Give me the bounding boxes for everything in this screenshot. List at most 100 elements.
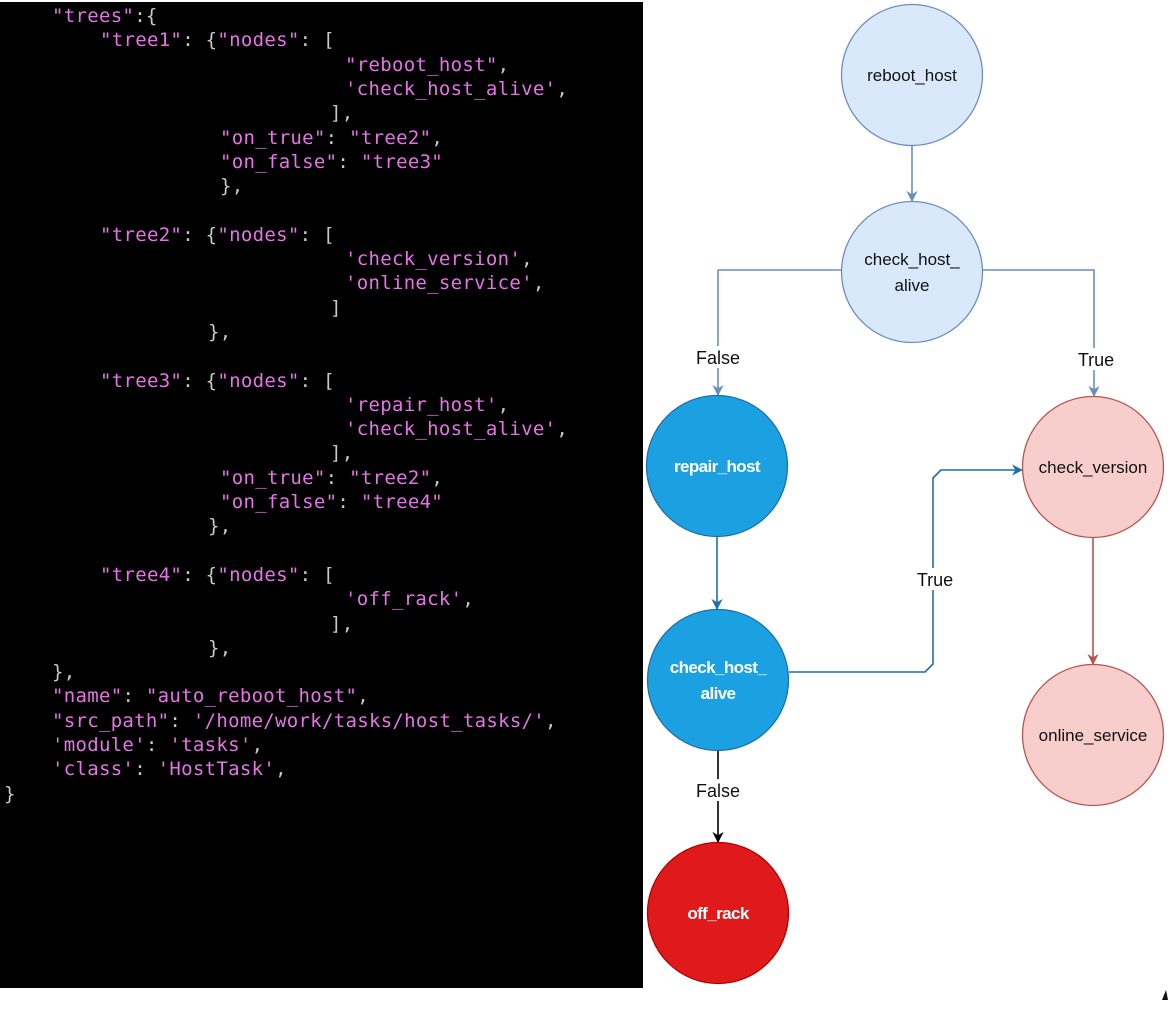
code-line: ], (330, 441, 353, 465)
code-punctuation-token: : [ (299, 223, 335, 246)
node-online-service: online_service (1021, 663, 1165, 807)
code-punctuation-token: }, (220, 175, 244, 198)
code-string-token: "on_true" (220, 466, 326, 489)
node-circle (840, 3, 984, 147)
node-label: check_host_ (670, 658, 768, 677)
code-punctuation-token: }, (208, 515, 232, 538)
cropped-glyph-fragment (1162, 990, 1168, 1000)
code-string-token: "nodes" (217, 29, 300, 52)
code-string-token: "src_path" (52, 709, 170, 732)
code-punctuation-token: , (275, 758, 287, 781)
code-line: ], (330, 612, 353, 636)
edge-label-true: True (917, 570, 953, 590)
node-label: check_host_ (864, 250, 960, 269)
code-string-token: '/home/work/tasks/host_tasks/' (192, 709, 546, 732)
code-string-token: 'off_rack' (345, 588, 463, 611)
code-string-token: 'repair_host' (345, 393, 498, 416)
code-line: "trees":{ (52, 4, 158, 28)
code-line: "tree3": {"nodes": [ (100, 369, 335, 393)
code-punctuation-token: : { (182, 223, 218, 246)
code-punctuation-token: , (545, 709, 557, 732)
code-punctuation-token: }, (52, 661, 76, 684)
code-punctuation-token: , (556, 77, 569, 100)
code-punctuation-token: : [ (299, 369, 335, 392)
code-string-token: 'check_host_alive' (345, 77, 557, 100)
code-punctuation-token: , (521, 248, 533, 270)
code-string-token: "name" (52, 685, 123, 708)
code-string-token: "auto_reboot_host" (145, 685, 358, 708)
code-punctuation-token: : (169, 709, 193, 732)
code-line: "reboot_host", (345, 53, 509, 77)
code-line: }, (208, 320, 231, 344)
code-string-token: "tree3" (100, 369, 183, 392)
code-string-token: 'module' (52, 734, 146, 756)
code-punctuation-token: , (556, 418, 569, 441)
code-line: 'off_rack', (345, 587, 474, 611)
edge-check_host_alive_1-to-check_version (983, 269, 1100, 398)
code-punctuation-token: , (357, 685, 369, 708)
code-string-token: "nodes" (217, 563, 300, 586)
edge-label-true: True (1078, 350, 1114, 370)
code-punctuation-token: : { (182, 563, 218, 586)
code-punctuation-token: : { (182, 369, 218, 392)
code-string-token: "on_false" (220, 491, 338, 513)
edge-label-background (694, 779, 742, 801)
code-string-token: "tree4" (100, 563, 183, 586)
code-string-token: "trees" (52, 5, 135, 27)
code-punctuation-token: : (325, 466, 350, 489)
edge-label-false: False (696, 781, 740, 801)
node-label: reboot_host (867, 66, 957, 85)
code-punctuation-token: ] (330, 296, 342, 319)
node-reboot-host: reboot_host (840, 3, 984, 147)
code-punctuation-token: , (532, 272, 545, 295)
node-off-rack: off_rack (646, 841, 790, 985)
code-punctuation-token: , (431, 466, 444, 489)
code-panel: "trees":{"tree1": {"nodes": [ "reboot_hos… (0, 2, 643, 988)
code-string-token: "on_false" (220, 150, 338, 173)
code-punctuation-token: : (325, 126, 350, 149)
code-punctuation-token: , (497, 53, 510, 76)
code-string-token: "tree4" (360, 491, 444, 513)
edge-label-false: False (696, 348, 740, 368)
code-punctuation-token: , (497, 393, 510, 416)
edge-check_host_alive_1-to-repair_host (712, 269, 841, 397)
code-string-token: "tree3" (360, 150, 444, 173)
code-punctuation-token: : (145, 734, 170, 756)
code-line: 'repair_host', (345, 393, 509, 417)
code-line: "on_true": "tree2", (220, 126, 443, 150)
code-line: 'check_host_alive', (345, 77, 568, 101)
node-check-host-alive-2: check_host_alive (646, 608, 790, 752)
edge-label-background (1072, 348, 1120, 370)
code-string-token: 'online_service' (345, 272, 533, 295)
node-circle (645, 394, 789, 538)
code-line: "tree1": {"nodes": [ (100, 28, 335, 52)
code-punctuation-token: : (337, 491, 361, 513)
code-punctuation-token: : (134, 758, 158, 781)
code-punctuation-token: : [ (299, 29, 335, 52)
code-line: 'module': 'tasks', (52, 733, 263, 757)
node-check-host-alive-1: check_host_alive (840, 200, 984, 344)
code-punctuation-token: , (431, 126, 444, 149)
node-label: alive (701, 684, 736, 703)
node-circle (1021, 663, 1165, 807)
code-punctuation-token: : { (182, 29, 218, 52)
code-punctuation-token: , (462, 588, 475, 611)
code-line: }, (208, 514, 231, 538)
code-line: "src_path": '/home/work/tasks/host_tasks… (52, 709, 557, 733)
node-circle (646, 608, 790, 752)
code-line: "on_true": "tree2", (220, 466, 443, 490)
code-punctuation-token: , (251, 734, 264, 756)
code-string-token: "nodes" (217, 223, 300, 246)
code-string-token: "on_true" (220, 126, 326, 149)
code-line: 'online_service', (345, 271, 545, 295)
node-repair-host: repair_host (645, 394, 789, 538)
code-line: "name": "auto_reboot_host", (52, 684, 369, 708)
code-string-token: "tree2" (349, 466, 432, 489)
code-string-token: "nodes" (217, 369, 300, 392)
node-label: off_rack (687, 904, 749, 923)
code-string-token: "reboot_host" (345, 53, 498, 76)
code-punctuation-token: :{ (134, 5, 158, 27)
code-punctuation-token: ], (330, 102, 354, 125)
